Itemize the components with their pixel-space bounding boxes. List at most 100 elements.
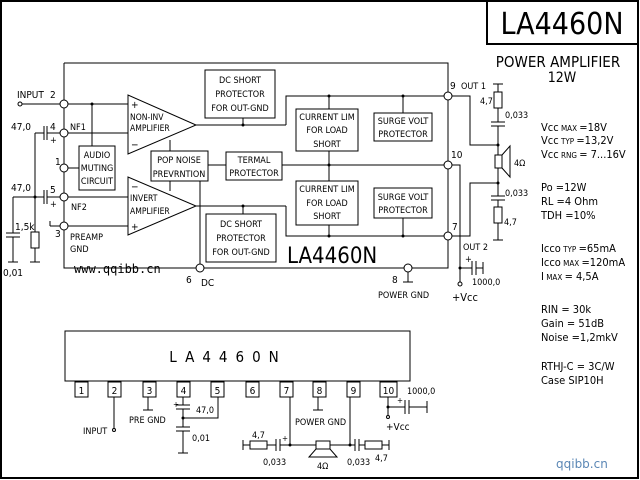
vcc-terminal[interactable]	[457, 281, 463, 287]
non-inv-amplifier	[127, 94, 198, 155]
package-body	[64, 330, 411, 382]
title-chip: LA4460N	[500, 7, 623, 42]
pin-9[interactable]	[443, 91, 453, 101]
spec-row: Icco MAX =120mA	[541, 256, 625, 269]
svg-text:+: +	[131, 100, 139, 111]
pkg-r-left-value: 4,7	[252, 431, 265, 441]
package-pin-label: 7	[284, 386, 290, 397]
pin-4[interactable]	[59, 128, 69, 138]
pkg-speaker-value: 4Ω	[317, 462, 328, 472]
svg-text:+: +	[397, 396, 403, 405]
audio-muting-block	[78, 145, 116, 191]
svg-text:PROTECTOR: PROTECTOR	[215, 90, 265, 100]
pkg-pre-gnd-label: PRE GND	[129, 416, 166, 426]
svg-text:+: +	[173, 400, 179, 409]
svg-text:SURGE VOLT: SURGE VOLT	[378, 193, 429, 203]
pin-1-label: 1	[55, 157, 61, 168]
package-pin-label: 10	[383, 386, 395, 397]
vcc-label: +Vcc	[452, 291, 478, 304]
c-nf1-value: 47,0	[11, 122, 31, 133]
pin-10[interactable]	[443, 160, 453, 170]
current-lim-top-block	[295, 108, 359, 152]
pin-4-label: 4	[50, 122, 56, 133]
title-subtitle: POWER AMPLIFIER	[496, 53, 620, 71]
pin-5[interactable]	[59, 192, 69, 202]
surge-volt-top-block	[373, 112, 433, 142]
r-out-top-value: 4,7	[480, 97, 493, 107]
pin-8[interactable]	[403, 263, 413, 273]
watermark-corner[interactable]: qqibb.cn	[556, 457, 608, 471]
c-out-top-value: 0,033	[505, 111, 528, 121]
c-bias-value: 0,01	[3, 268, 23, 279]
svg-text:+: +	[282, 434, 288, 443]
svg-text:FOR OUT-GND: FOR OUT-GND	[212, 248, 269, 258]
input-terminal[interactable]	[17, 101, 23, 107]
spec-row: Po =12W	[541, 181, 587, 194]
svg-text:POP NOISE: POP NOISE	[157, 156, 201, 166]
pin-7[interactable]	[443, 231, 453, 241]
package-pin[interactable]	[312, 381, 327, 398]
svg-text:FOR LOAD: FOR LOAD	[306, 126, 347, 136]
pin-10-label: 10	[451, 150, 463, 161]
speaker-icon	[494, 154, 503, 169]
package-pin-label: 3	[147, 386, 153, 397]
package-label: LA4460N	[169, 348, 287, 366]
pkg-input-label: INPUT	[83, 427, 107, 437]
svg-text:+: +	[50, 200, 57, 210]
spec-row: I MAX = 4,5A	[541, 270, 599, 283]
svg-text:+: +	[131, 222, 139, 233]
pin-7-label: 7	[452, 222, 458, 233]
pkg-speaker-icon	[315, 440, 331, 450]
svg-text:AMPLIFIER: AMPLIFIER	[130, 124, 170, 134]
svg-text:PROTECTOR: PROTECTOR	[229, 169, 279, 179]
pin-2-label: 2	[50, 90, 56, 101]
r-bias-value: 1,5k	[15, 222, 35, 233]
svg-text:CURRENT LIM: CURRENT LIM	[299, 185, 354, 195]
svg-text:AMPLIFIER: AMPLIFIER	[130, 207, 170, 217]
package-pin[interactable]	[74, 381, 89, 398]
spec-row: TDH =10%	[540, 209, 596, 222]
r-out-bottom-value: 4,7	[504, 218, 517, 228]
pin-6[interactable]	[195, 263, 205, 273]
out1-label: OUT 1	[461, 82, 486, 92]
surge-volt-bottom-block	[373, 187, 433, 219]
resistor-out-top	[493, 91, 503, 109]
svg-text:+: +	[50, 136, 57, 146]
package-pin[interactable]	[346, 381, 361, 398]
svg-text:SHORT: SHORT	[313, 140, 341, 150]
preamp-label: PREAMP	[70, 233, 103, 243]
package-pin-label: 4	[181, 386, 187, 397]
package-pin[interactable]	[279, 381, 294, 398]
invert-amplifier	[127, 176, 198, 236]
spec-row: RTHJ-C = 3C/W	[541, 360, 615, 373]
pin-6-label: 6	[186, 275, 192, 286]
title-power: 12W	[548, 70, 577, 86]
spec-row: Case SIP10H	[541, 374, 604, 387]
pin-3[interactable]	[59, 221, 69, 231]
pin-1[interactable]	[59, 163, 69, 173]
dc-short-bottom-block	[205, 213, 277, 263]
pin-2[interactable]	[59, 99, 69, 109]
pop-noise-block	[150, 150, 209, 182]
power-gnd-label: POWER GND	[378, 291, 429, 301]
c-supply-value: 1000,0	[472, 278, 500, 288]
nf2-label: NF2	[71, 203, 87, 213]
svg-text:−: −	[131, 140, 139, 151]
svg-text:PROTECTOR: PROTECTOR	[378, 130, 428, 140]
package-pin-label: 6	[250, 386, 256, 397]
speaker-value: 4Ω	[514, 159, 525, 169]
nf1-label: NF1	[70, 123, 86, 133]
watermark-site[interactable]: www.qqibb.cn	[74, 262, 161, 276]
spec-row: RL =4 Ohm	[541, 195, 598, 208]
current-lim-bottom-block	[295, 180, 359, 226]
package-pin-label: 5	[215, 386, 221, 397]
package-pin-label: 2	[112, 386, 118, 397]
package-pin[interactable]	[142, 381, 157, 398]
pkg-power-gnd-label: POWER GND	[295, 418, 346, 428]
dc-label: DC	[201, 278, 214, 289]
svg-text:DC SHORT: DC SHORT	[219, 76, 261, 86]
package-pin[interactable]	[245, 381, 260, 398]
package-pin-label: 1	[79, 386, 85, 397]
